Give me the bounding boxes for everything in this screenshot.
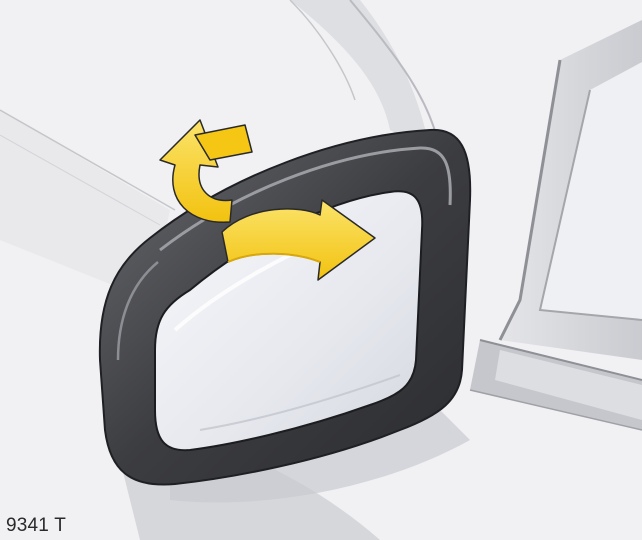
figure-code-label: 9341 T (6, 516, 66, 536)
